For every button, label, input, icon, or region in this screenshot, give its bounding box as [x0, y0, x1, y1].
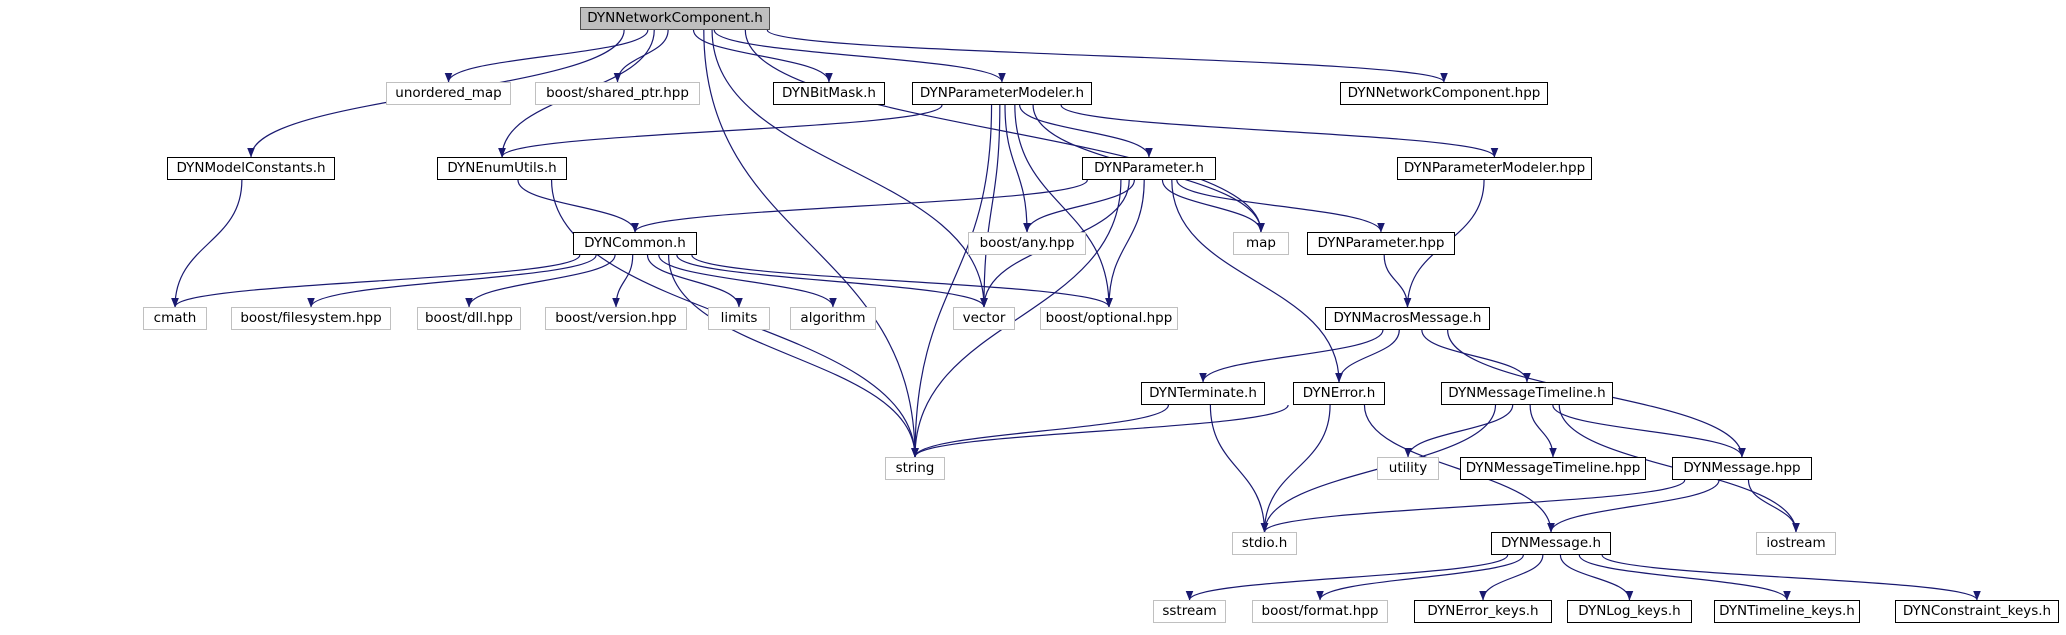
edge-n10-n19 — [658, 254, 837, 308]
edge-n10-n17 — [612, 254, 634, 308]
node-boost-shared-ptr-hpp: boost/shared_ptr.hpp — [535, 82, 700, 105]
edge-n31-n33 — [1185, 554, 1509, 601]
edge-n29-n30 — [1260, 479, 1686, 533]
node-dynbitmask-h[interactable]: DYNBitMask.h — [773, 82, 885, 105]
edge-n10-n15 — [307, 254, 597, 308]
node-dynlog-keys-h[interactable]: DYNLog_keys.h — [1567, 600, 1692, 623]
edge-n31-n36 — [1559, 554, 1634, 601]
node-algorithm: algorithm — [790, 307, 876, 330]
edge-n0-n1 — [444, 29, 649, 83]
edge-n8-n24 — [1171, 179, 1343, 383]
node-dynparameter-hpp[interactable]: DYNParameter.hpp — [1307, 232, 1455, 255]
node-dynterminate-h[interactable]: DYNTerminate.h — [1141, 382, 1265, 405]
node-dynerror-h[interactable]: DYNError.h — [1293, 382, 1385, 405]
edge-n25-n27 — [1404, 404, 1514, 458]
node-unordered-map: unordered_map — [386, 82, 511, 105]
node-dyntimeline-keys-h[interactable]: DYNTimeline_keys.h — [1714, 600, 1860, 623]
node-dynnetworkcomponent-h[interactable]: DYNNetworkComponent.h — [580, 7, 770, 30]
edge-n10-n16 — [465, 254, 616, 308]
node-dynmessagetimeline-h[interactable]: DYNMessageTimeline.h — [1441, 382, 1613, 405]
node-utility: utility — [1377, 457, 1439, 480]
edge-n0-n20 — [711, 29, 988, 308]
edge-n8-n12 — [1161, 179, 1265, 233]
node-boost-version-hpp: boost/version.hpp — [545, 307, 687, 330]
edge-n4-n11 — [1004, 104, 1031, 233]
edge-n23-n30 — [1209, 404, 1269, 533]
edge-n8-n10 — [631, 179, 1088, 233]
edge-n8-n26 — [911, 179, 1122, 458]
edge-n4-n26 — [911, 104, 993, 458]
edge-n24-n26 — [911, 404, 1289, 458]
edge-n22-n23 — [1199, 329, 1384, 383]
edge-n8-n21 — [1105, 179, 1145, 308]
edge-n4-n20 — [980, 104, 1001, 308]
edge-n10-n14 — [171, 254, 581, 308]
edge-n4-n9 — [1060, 104, 1499, 158]
node-map: map — [1233, 232, 1289, 255]
edge-n25-n29 — [1552, 404, 1746, 458]
edge-n0-n4 — [713, 29, 1006, 83]
edge-n8-n13 — [1176, 179, 1385, 233]
edge-n0-n5 — [766, 29, 1448, 83]
node-dyncommon-h[interactable]: DYNCommon.h — [573, 232, 697, 255]
edge-n31-n35 — [1479, 554, 1544, 601]
node-dynconstraint-keys-h[interactable]: DYNConstraint_keys.h — [1895, 600, 2059, 623]
edge-n0-n3 — [692, 29, 833, 83]
edge-n10-n21 — [691, 254, 1113, 308]
node-dynmacrosmessage-h[interactable]: DYNMacrosMessage.h — [1325, 307, 1490, 330]
edge-layer — [171, 29, 1981, 601]
node-boost-filesystem-hpp: boost/filesystem.hpp — [231, 307, 391, 330]
node-dynnetworkcomponent-hpp[interactable]: DYNNetworkComponent.hpp — [1340, 82, 1548, 105]
node-boost-format-hpp: boost/format.hpp — [1252, 600, 1388, 623]
node-dynparametermodeler-hpp[interactable]: DYNParameterModeler.hpp — [1397, 157, 1592, 180]
edge-n29-n31 — [1547, 479, 1720, 533]
edge-n4-n21 — [1014, 104, 1113, 308]
edge-n31-n37 — [1578, 554, 1791, 601]
node-string: string — [885, 457, 945, 480]
node-iostream: iostream — [1756, 532, 1836, 555]
edge-n31-n38 — [1601, 554, 1981, 601]
edge-n4-n8 — [1019, 104, 1153, 158]
node-dynparameter-h[interactable]: DYNParameter.h — [1082, 157, 1216, 180]
edge-n24-n31 — [1363, 404, 1555, 533]
node-boost-dll-hpp: boost/dll.hpp — [417, 307, 521, 330]
edge-n13-n22 — [1383, 254, 1412, 308]
node-dynmessage-hpp[interactable]: DYNMessage.hpp — [1672, 457, 1812, 480]
node-dynmessage-h[interactable]: DYNMessage.h — [1491, 532, 1611, 555]
edge-n4-n7 — [498, 104, 943, 158]
node-vector: vector — [953, 307, 1015, 330]
edge-n10-n26 — [668, 254, 919, 458]
edge-n7-n10 — [517, 179, 639, 233]
edge-n0-n2 — [613, 29, 669, 83]
node-dynerror-keys-h[interactable]: DYNError_keys.h — [1414, 600, 1552, 623]
node-limits: limits — [708, 307, 770, 330]
node-dynparametermodeler-h[interactable]: DYNParameterModeler.h — [912, 82, 1092, 105]
node-dynenumutils-h[interactable]: DYNEnumUtils.h — [437, 157, 567, 180]
node-stdio-h: stdio.h — [1232, 532, 1297, 555]
edge-n10-n18 — [646, 254, 743, 308]
edge-n0-n26 — [703, 29, 919, 458]
edge-n31-n34 — [1316, 554, 1524, 601]
edge-n22-n24 — [1335, 329, 1400, 383]
node-cmath: cmath — [143, 307, 207, 330]
node-boost-any-hpp: boost/any.hpp — [968, 232, 1086, 255]
edge-n10-n20 — [676, 254, 988, 308]
node-sstream: sstream — [1153, 600, 1226, 623]
edge-n25-n28 — [1529, 404, 1557, 458]
node-boost-optional-hpp: boost/optional.hpp — [1040, 307, 1178, 330]
node-dynmessagetimeline-hpp[interactable]: DYNMessageTimeline.hpp — [1460, 457, 1646, 480]
edge-n22-n25 — [1421, 329, 1531, 383]
edge-n8-n11 — [1023, 179, 1135, 233]
node-dynmodelconstants-h[interactable]: DYNModelConstants.h — [167, 157, 335, 180]
edge-n23-n26 — [911, 404, 1170, 458]
edge-n29-n32 — [1747, 479, 1800, 533]
edge-n6-n14 — [171, 179, 243, 308]
edge-n24-n30 — [1260, 404, 1331, 533]
edge-n0-n12 — [744, 29, 1265, 233]
